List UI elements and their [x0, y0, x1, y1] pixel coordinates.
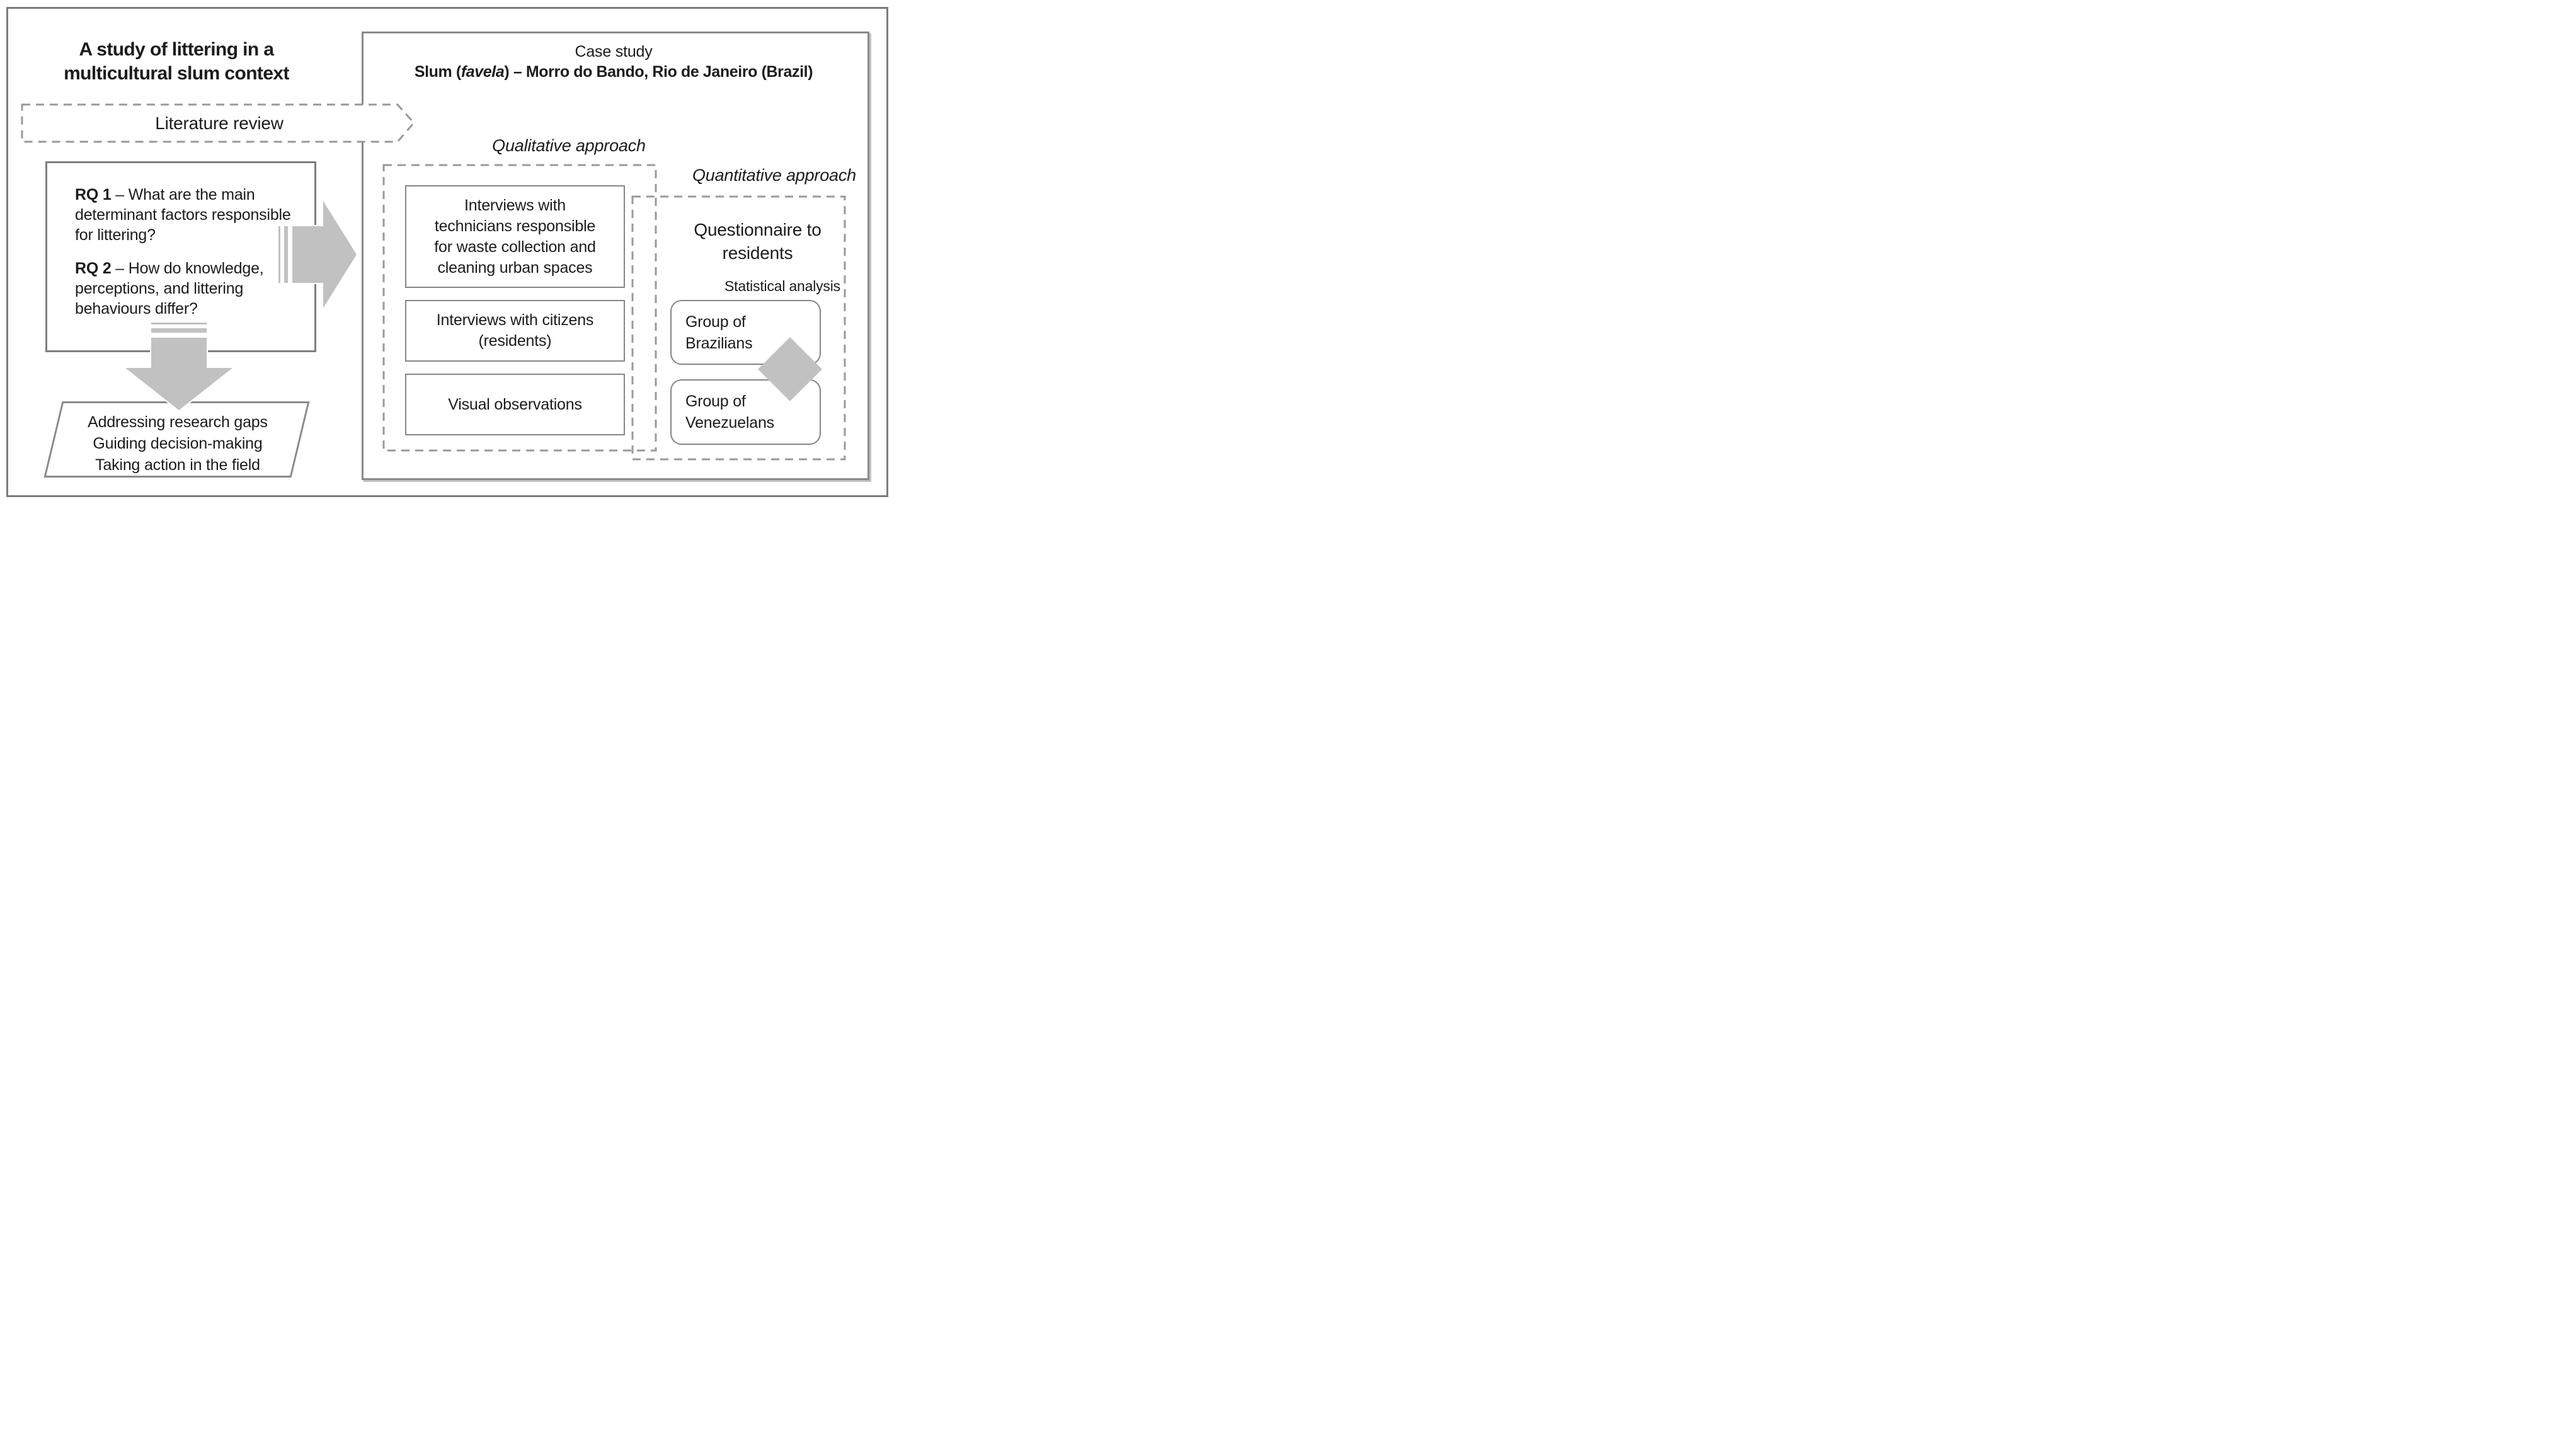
literature-review-label: Literature review [155, 113, 283, 133]
diagram-title-line1: A study of littering in a [79, 39, 275, 60]
case-study-title-suffix: ) – Morro do Bando, Rio de Janeiro (Braz… [504, 63, 813, 81]
method-line: technicians responsible [434, 217, 596, 235]
outer-frame [6, 7, 888, 497]
group-line: Venezuelans [685, 414, 774, 432]
questionnaire-line: Questionnaire to [694, 220, 821, 239]
group-line: Brazilians [685, 334, 753, 352]
questionnaire-label: Questionnaire to residents [670, 218, 845, 265]
diagram-title: A study of littering in a multicultural … [44, 38, 309, 86]
right-striped-arrow-icon [277, 197, 358, 313]
rq1-label: RQ 1 [75, 186, 112, 204]
case-study-title: Slum (favela) – Morro do Bando, Rio de J… [362, 63, 866, 81]
method-line: Interviews with citizens [436, 311, 594, 329]
rq2-paragraph: RQ 2 – How do knowledge, perceptions, an… [75, 258, 297, 319]
group-box-venezuelans: Group of Venezuelans [670, 379, 821, 445]
method-box-visual-observations: Visual observations [405, 374, 625, 435]
group-line: Group of [685, 313, 746, 331]
down-striped-arrow-icon [122, 321, 236, 412]
statistical-analysis-label: Statistical analysis [724, 278, 840, 294]
method-line: Visual observations [448, 395, 582, 413]
diagram-title-line2: multicultural slum context [64, 63, 289, 84]
outcome-line: Addressing research gaps [88, 413, 268, 431]
rq2-label: RQ 2 [75, 260, 112, 277]
rq2-text: – How do knowledge, perceptions, and lit… [75, 260, 264, 318]
outcomes-text: Addressing research gaps Guiding decisio… [64, 411, 292, 476]
qualitative-dashed-box [382, 164, 657, 452]
quantitative-dashed-box [631, 195, 846, 461]
dashed-shapes-layer [21, 103, 846, 461]
method-line: (residents) [478, 332, 552, 350]
quantitative-approach-label: Quantitative approach [692, 166, 856, 185]
method-line: Interviews with [464, 196, 566, 214]
dashed-pentagon-arrow-shape [21, 103, 415, 143]
group-line: Group of [685, 393, 746, 410]
outcome-line: Guiding decision-making [93, 435, 263, 452]
method-box-citizens: Interviews with citizens (residents) [405, 300, 625, 362]
research-questions-text: RQ 1 – What are the main determinant fac… [75, 185, 297, 332]
qualitative-approach-label: Qualitative approach [492, 136, 646, 155]
outcome-line: Taking action in the field [95, 456, 260, 474]
case-study-title-prefix: Slum ( [414, 63, 461, 81]
method-line: cleaning urban spaces [437, 258, 593, 277]
rq1-paragraph: RQ 1 – What are the main determinant fac… [75, 185, 297, 245]
case-study-label: Case study [575, 43, 653, 60]
rq1-text: – What are the main determinant factors … [75, 186, 291, 244]
method-line: for waste collection and [434, 238, 596, 256]
case-study-title-favela: favela [461, 63, 505, 81]
questionnaire-line: residents [722, 243, 793, 263]
diagram-canvas: A study of littering in a multicultural … [0, 0, 895, 504]
method-box-technicians: Interviews with technicians responsible … [405, 185, 625, 288]
